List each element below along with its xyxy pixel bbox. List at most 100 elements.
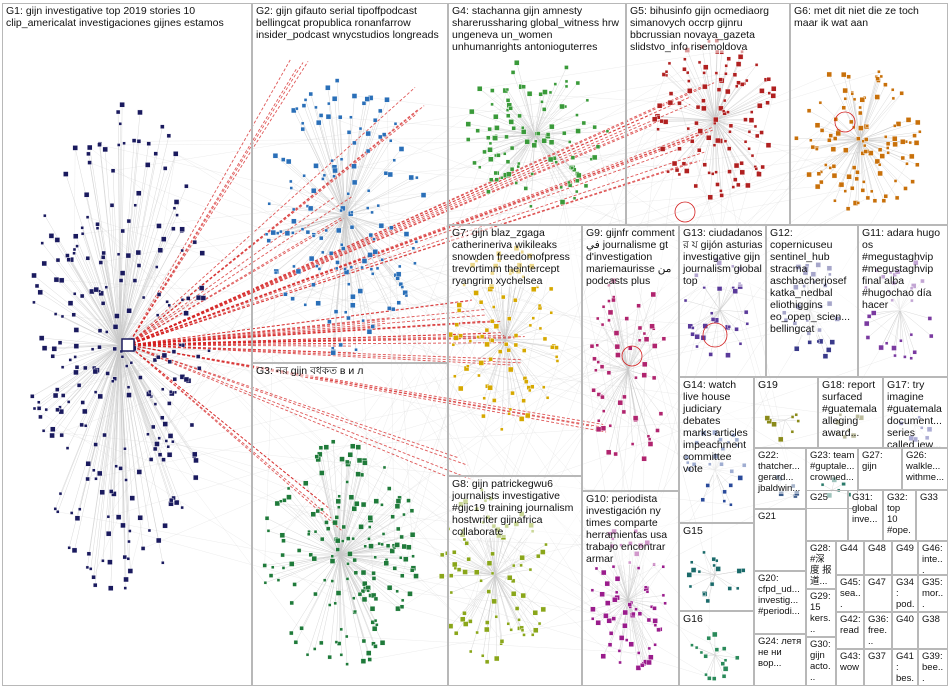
node xyxy=(528,567,533,572)
edge xyxy=(339,554,356,612)
node xyxy=(168,389,173,394)
node xyxy=(80,400,85,405)
node xyxy=(58,491,63,496)
node xyxy=(490,102,494,107)
edge xyxy=(93,517,119,578)
node xyxy=(575,178,580,183)
node xyxy=(490,571,495,576)
node xyxy=(885,141,891,146)
node xyxy=(827,138,832,143)
node xyxy=(738,342,743,346)
node xyxy=(646,659,652,666)
node xyxy=(482,149,487,155)
edge xyxy=(853,99,855,128)
node xyxy=(466,556,471,562)
edge xyxy=(484,134,536,153)
node xyxy=(701,98,706,103)
node xyxy=(340,242,344,247)
group-g37: G37 xyxy=(864,649,892,686)
node xyxy=(513,342,519,348)
node xyxy=(200,295,207,301)
node xyxy=(351,179,358,186)
edge xyxy=(313,214,346,285)
node xyxy=(153,402,158,406)
group-label: G27: gijn xyxy=(862,450,899,472)
edge xyxy=(87,217,121,346)
node xyxy=(637,611,643,616)
node xyxy=(520,129,527,135)
edge xyxy=(119,344,126,449)
node xyxy=(403,231,410,237)
node xyxy=(908,140,912,145)
node xyxy=(347,282,351,286)
edge xyxy=(817,139,861,187)
edge xyxy=(339,500,409,556)
edge xyxy=(608,369,629,374)
node xyxy=(553,82,558,86)
edge xyxy=(465,162,557,502)
edge xyxy=(99,144,121,346)
edge xyxy=(456,324,506,341)
edge xyxy=(82,141,864,234)
edge xyxy=(107,373,129,388)
edge xyxy=(494,574,503,642)
node xyxy=(507,575,513,581)
edge xyxy=(119,205,136,346)
node xyxy=(97,393,103,400)
node xyxy=(365,206,370,210)
node xyxy=(614,590,619,595)
node xyxy=(721,674,727,679)
edge xyxy=(447,553,496,576)
edge xyxy=(328,103,346,216)
node xyxy=(68,358,72,362)
edge xyxy=(119,344,171,392)
edge xyxy=(108,306,822,517)
node xyxy=(601,569,607,576)
edge xyxy=(714,119,769,146)
edge xyxy=(339,517,371,556)
node xyxy=(65,446,70,450)
node xyxy=(452,550,457,555)
edge xyxy=(627,369,651,445)
node xyxy=(829,339,835,345)
node xyxy=(828,133,833,138)
edge xyxy=(127,160,701,346)
edge xyxy=(34,344,121,409)
node xyxy=(381,532,386,536)
node xyxy=(334,78,340,83)
node xyxy=(903,355,907,359)
group-g17: G17: try imagine #guatemala document... … xyxy=(883,377,948,448)
node xyxy=(317,267,322,271)
node xyxy=(893,124,897,128)
edge xyxy=(627,305,639,371)
node xyxy=(340,205,346,212)
node xyxy=(314,454,319,459)
node xyxy=(484,626,490,633)
node xyxy=(721,646,727,651)
group-label: G48 xyxy=(868,543,889,554)
node xyxy=(486,189,491,194)
edge xyxy=(820,102,861,141)
node xyxy=(167,359,172,364)
group-label: G21 xyxy=(758,511,803,522)
node xyxy=(54,237,61,243)
node xyxy=(764,415,771,421)
node xyxy=(724,64,728,68)
edge xyxy=(627,327,641,371)
edge xyxy=(591,345,629,371)
edge xyxy=(899,309,912,359)
node xyxy=(521,398,526,403)
node xyxy=(390,514,395,519)
edge xyxy=(307,205,346,216)
node xyxy=(739,169,746,176)
node xyxy=(345,634,349,639)
edge xyxy=(119,193,140,346)
edge xyxy=(127,344,326,506)
group-g12: G12: copernicuseu sentinel_hub stracma a… xyxy=(766,225,858,377)
node xyxy=(302,174,306,178)
node xyxy=(540,606,547,613)
edge xyxy=(99,330,121,346)
node xyxy=(73,343,80,349)
edge xyxy=(119,141,140,346)
edge xyxy=(290,181,346,216)
